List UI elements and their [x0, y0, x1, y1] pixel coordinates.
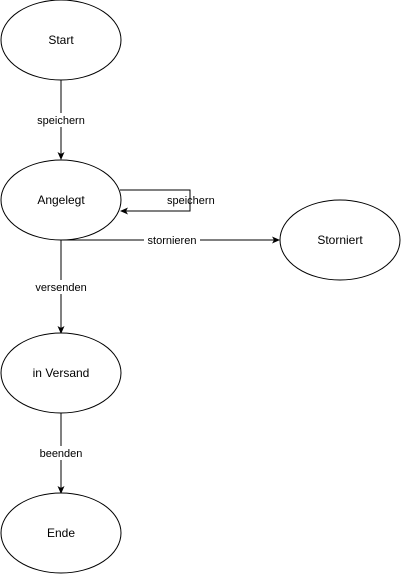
node-label-storniert: Storniert	[317, 233, 363, 247]
edge-start-to-angelegt: speichern	[32, 80, 90, 160]
node-angelegt: Angelegt	[0, 159, 122, 241]
edge-angelegt-to-in-versand: versenden	[32, 240, 90, 334]
edge-angelegt-to-storniert: stornieren	[61, 234, 280, 247]
edge-label-speichern-start: speichern	[37, 115, 85, 127]
edge-label-beenden: beenden	[40, 448, 83, 460]
edge-angelegt-self-loop: speichern	[120, 189, 215, 215]
node-start: Start	[0, 0, 122, 81]
edge-label-speichern-self: speichern	[167, 195, 215, 207]
node-in-versand: in Versand	[0, 332, 122, 414]
edge-label-versenden: versenden	[35, 282, 86, 294]
node-storniert: Storniert	[279, 199, 401, 281]
node-ende: Ende	[0, 492, 122, 574]
edge-label-stornieren: stornieren	[148, 235, 197, 247]
node-label-start: Start	[48, 33, 74, 47]
edge-in-versand-to-ende: beenden	[34, 413, 88, 494]
node-label-ende: Ende	[47, 526, 75, 540]
node-label-angelegt: Angelegt	[37, 193, 85, 207]
node-label-in-versand: in Versand	[33, 366, 90, 380]
